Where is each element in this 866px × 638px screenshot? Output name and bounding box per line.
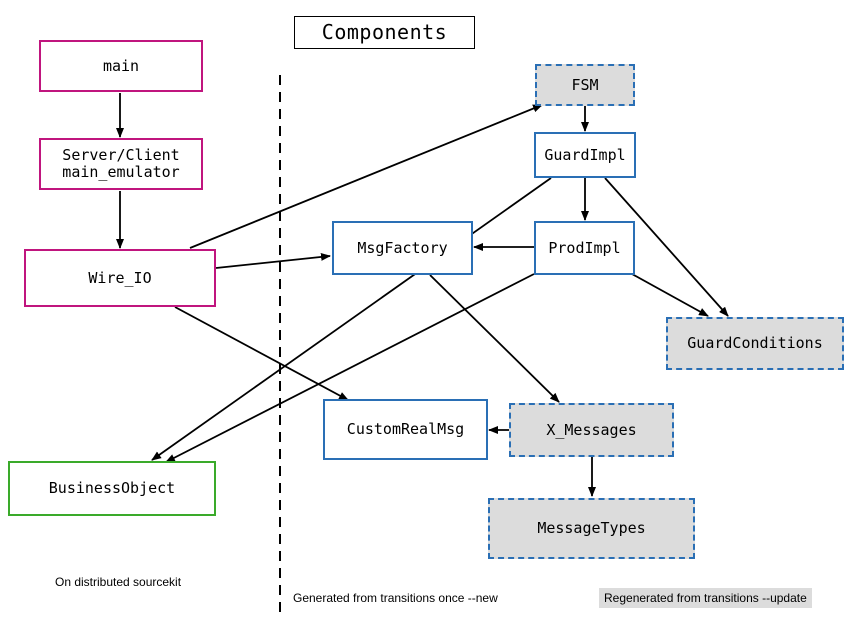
arrow-msgfactory-to-xmessages — [429, 274, 560, 403]
component-prod-impl: ProdImpl — [534, 221, 635, 275]
component-guard-conditions: GuardConditions — [666, 317, 844, 370]
note-generated-once: Generated from transitions once --new — [293, 591, 498, 605]
arrow-guardimpl-to-guardconditions — [604, 177, 729, 317]
component-server-client: Server/Client main_emulator — [39, 138, 203, 190]
note-distributed-sourcekit: On distributed sourcekit — [55, 575, 182, 589]
arrow-prodimpl-to-guardconditions — [631, 273, 709, 317]
arrow-wire-to-msgfactory — [215, 252, 331, 269]
component-fsm: FSM — [535, 64, 635, 106]
arrow-guardimpl-to-businessobject — [151, 177, 552, 461]
component-wire-io: Wire_IO — [24, 249, 216, 307]
component-guard-impl: GuardImpl — [534, 132, 636, 178]
component-msg-factory: MsgFactory — [332, 221, 473, 275]
note-regenerated: Regenerated from transitions --update — [599, 588, 812, 608]
component-business-object: BusinessObject — [8, 461, 216, 516]
arrow-wire-to-fsm — [189, 104, 543, 249]
component-message-types: MessageTypes — [488, 498, 695, 559]
arrow-wire-to-customrealmsg — [174, 306, 349, 401]
component-main: main — [39, 40, 203, 92]
diagram-title: Components — [294, 16, 475, 49]
component-custom-real-msg: CustomRealMsg — [323, 399, 488, 460]
component-x-messages: X_Messages — [509, 403, 674, 457]
arrow-prodimpl-to-businessobject — [165, 273, 535, 463]
